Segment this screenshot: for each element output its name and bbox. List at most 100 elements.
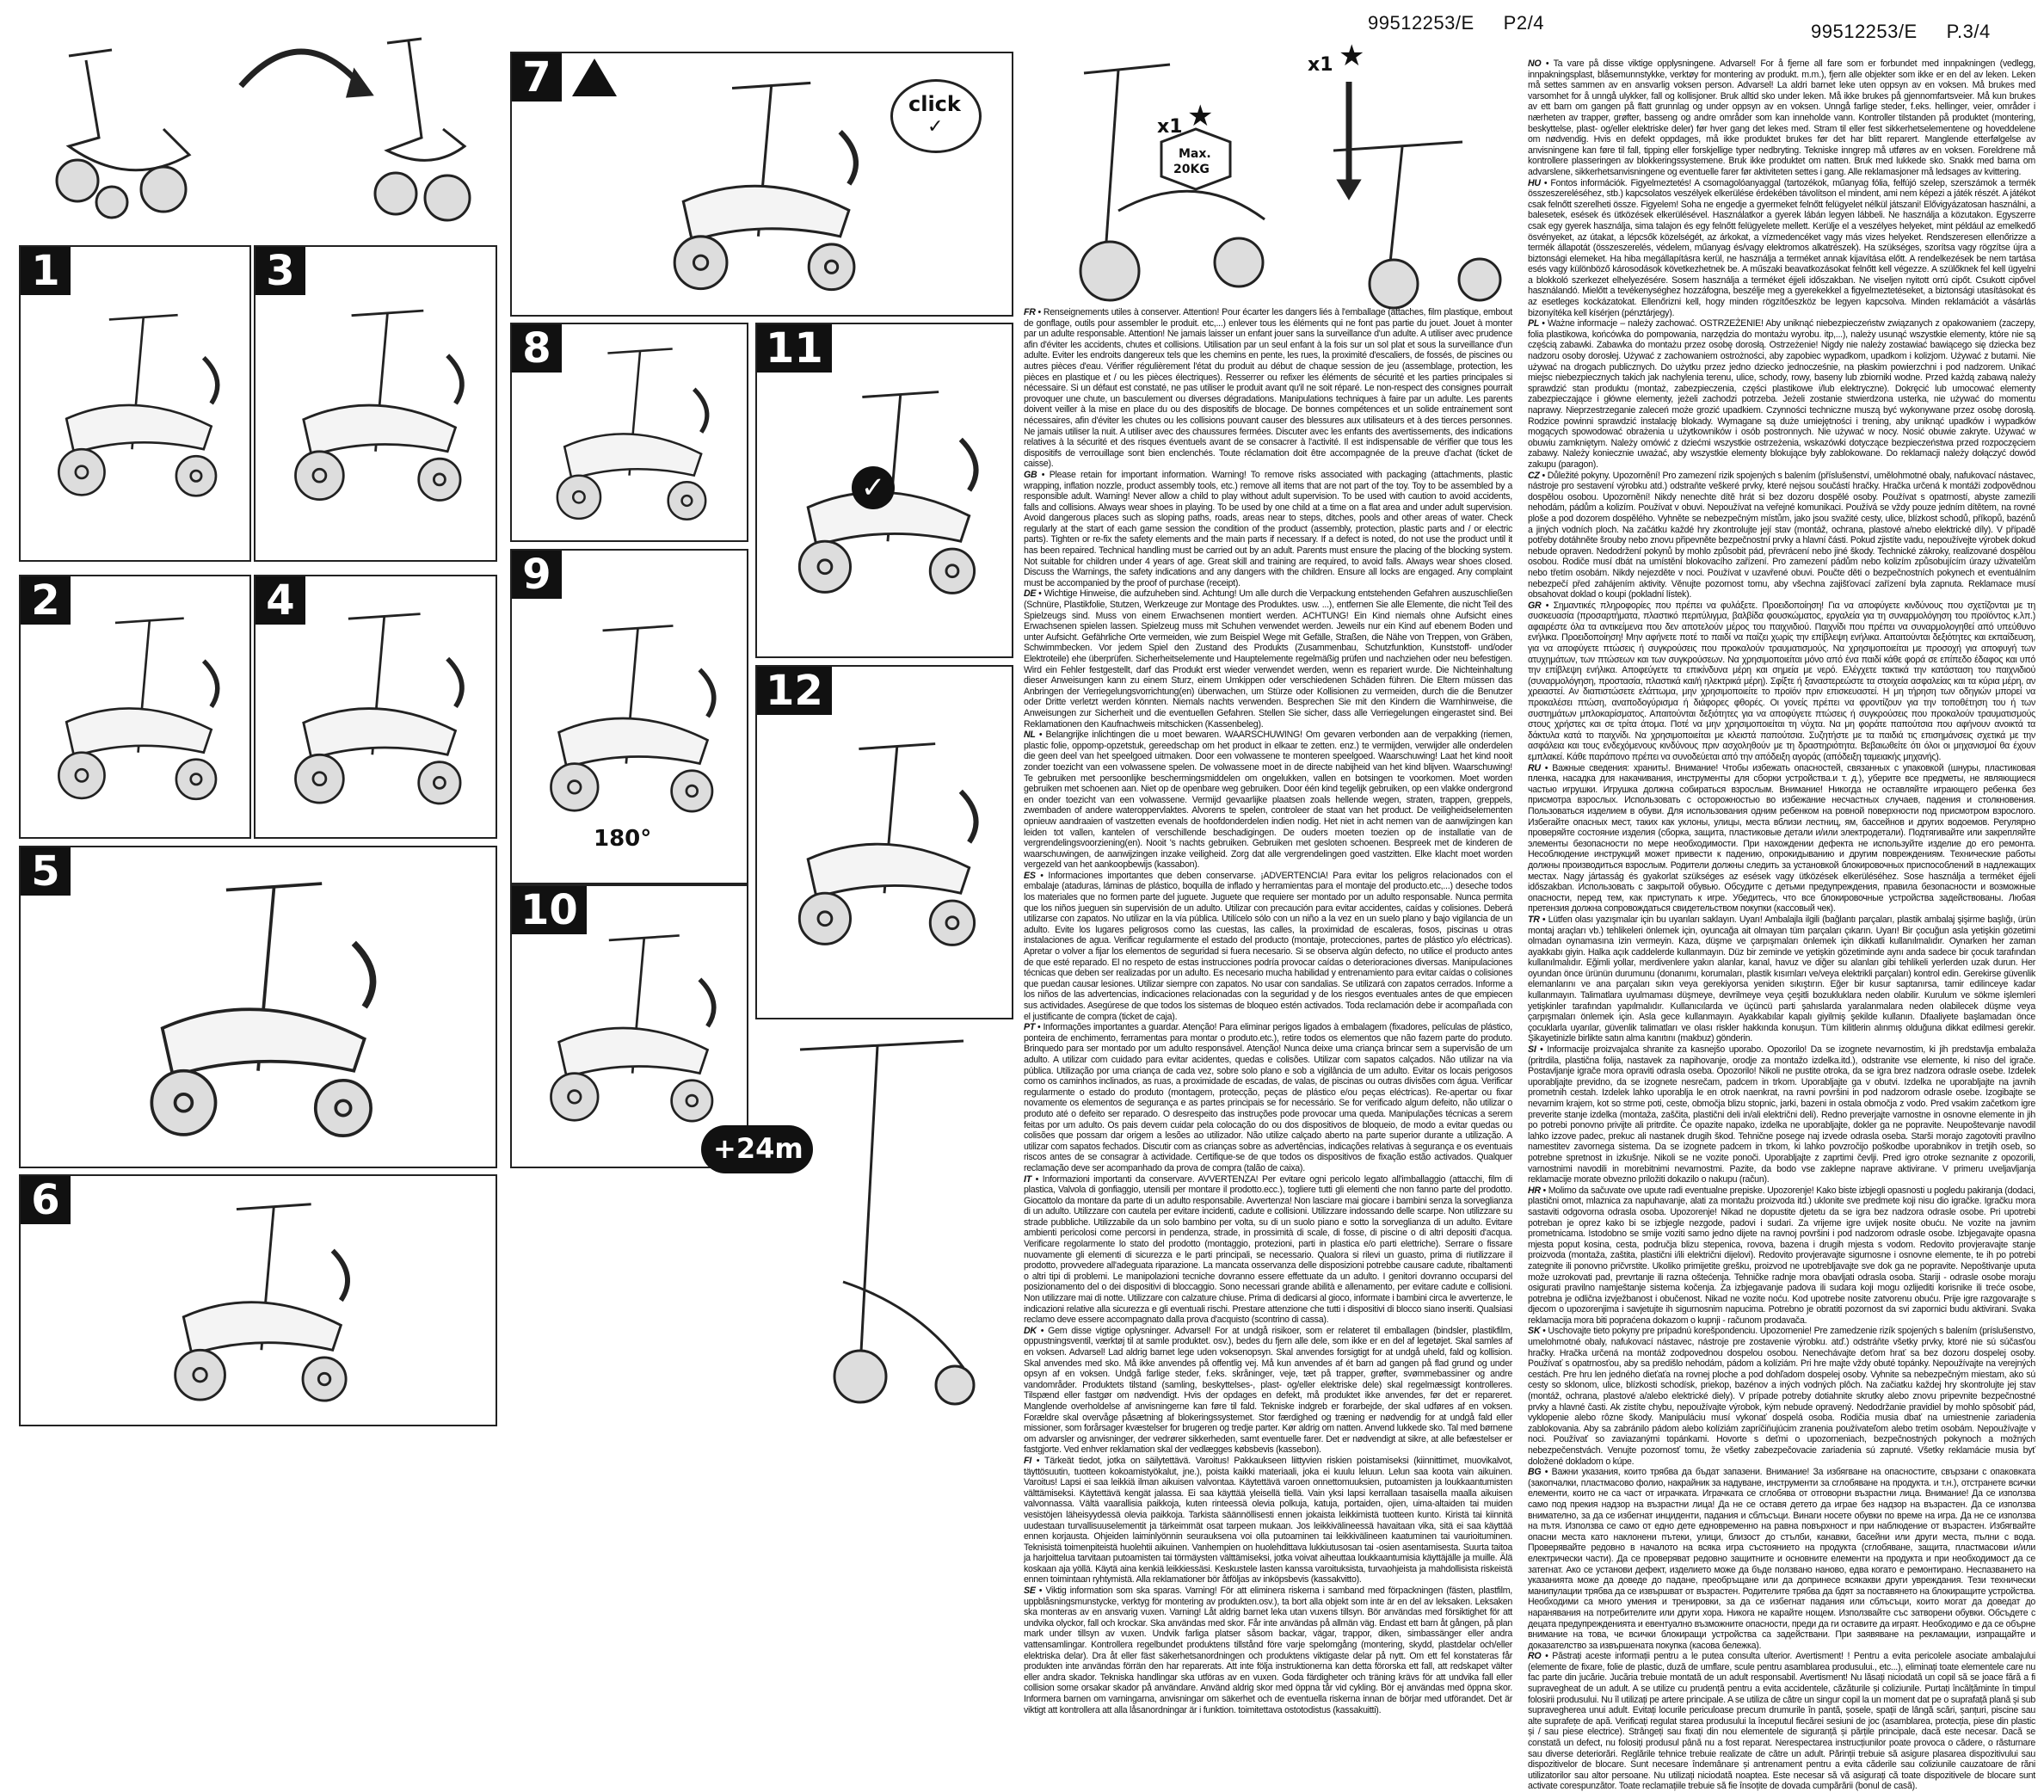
check-icon: ✓ bbox=[852, 466, 895, 509]
safety-paragraph-ro: RO • Păstrați aceste informații pentru a… bbox=[1528, 1651, 2035, 1792]
step-11-panel: 11 ✓ bbox=[755, 323, 1013, 658]
safety-paragraph-fr: FR • Renseignements utiles à conserver. … bbox=[1024, 307, 1512, 470]
safety-paragraph-si: SI • Informacije proizvajalca shranite z… bbox=[1528, 1044, 2035, 1185]
ride-mode-illustration-standing: x1 ★ bbox=[1308, 39, 1514, 314]
safety-paragraph-no: NO • Ta vare på disse viktige opplysning… bbox=[1528, 59, 2035, 177]
assembly-step-drawing bbox=[294, 309, 465, 502]
click-bubble: click ✓ bbox=[890, 79, 982, 153]
step-1-panel: 1 bbox=[19, 245, 251, 562]
language-code: IT bbox=[1024, 1173, 1031, 1185]
language-code: RU bbox=[1528, 762, 1541, 773]
language-code: RO bbox=[1528, 1651, 1542, 1662]
language-code: FI bbox=[1024, 1455, 1031, 1466]
safety-paragraph-sk: SK • Uschovajte tieto pokyny pre prípadn… bbox=[1528, 1326, 2035, 1467]
safety-paragraph-ru: RU • Важные сведения: хранить!. Внимание… bbox=[1528, 762, 2035, 914]
language-code: PT bbox=[1024, 1022, 1036, 1033]
page-number: P2/4 bbox=[1503, 12, 1544, 34]
step-9-panel: 9 180° bbox=[510, 549, 748, 884]
max-weight-value: 20KG bbox=[1173, 163, 1210, 176]
distance-badge: +24m bbox=[701, 1125, 813, 1173]
scooter-seat-drawing bbox=[1079, 63, 1265, 302]
document-code: 99512253/E bbox=[1368, 12, 1475, 34]
safety-paragraph-fi: FI • Tärkeät tiedot, jotka on säilytettä… bbox=[1024, 1455, 1512, 1586]
step-number: 3 bbox=[256, 247, 305, 295]
language-code: SK bbox=[1528, 1326, 1541, 1337]
step-number: 6 bbox=[21, 1176, 71, 1224]
assembly-step-drawing bbox=[550, 625, 717, 813]
language-code: SI bbox=[1528, 1044, 1536, 1056]
step-number: 11 bbox=[757, 324, 832, 373]
language-code: SE bbox=[1024, 1586, 1036, 1597]
assembly-step-drawing bbox=[294, 613, 465, 805]
child-icon: ★ bbox=[1339, 39, 1365, 73]
scooter-final-illustration: +24m bbox=[701, 1024, 1007, 1428]
assembly-step-drawing bbox=[550, 934, 717, 1123]
safety-paragraph-gb: GB • Please retain for important informa… bbox=[1024, 469, 1512, 588]
step-7-panel: 7 click ✓ bbox=[510, 52, 1013, 317]
language-code: HU bbox=[1528, 177, 1541, 188]
language-code: BG bbox=[1528, 1467, 1542, 1478]
step-number: 1 bbox=[21, 247, 71, 295]
page-number: P.3/4 bbox=[1946, 21, 1991, 42]
language-code: DE bbox=[1024, 588, 1037, 600]
safety-paragraph-de: DE • Wichtige Hinweise, die aufzuheben s… bbox=[1024, 588, 1512, 730]
checkmark-icon: ✓ bbox=[927, 116, 944, 138]
assembly-step-drawing bbox=[556, 348, 710, 520]
rider-count-label: x1 bbox=[1157, 116, 1183, 138]
rotate-label: 180° bbox=[594, 826, 652, 852]
scooter-drawing bbox=[799, 1039, 976, 1406]
language-code: GB bbox=[1024, 469, 1037, 480]
click-label: click bbox=[908, 92, 961, 116]
safety-paragraph-hr: HR • Molimo da sačuvate ove upute radi e… bbox=[1528, 1185, 2035, 1326]
document-code: 99512253/E bbox=[1811, 21, 1918, 42]
safety-text-column-right: NO • Ta vare på disse viktige opplysning… bbox=[1528, 59, 2035, 1791]
step-3-panel: 3 bbox=[254, 245, 497, 562]
max-weight-label: Max. bbox=[1179, 147, 1211, 161]
language-code: HR bbox=[1528, 1185, 1541, 1196]
safety-paragraph-pl: PL • Ważne informacje – należy zachować.… bbox=[1528, 318, 2035, 470]
safety-paragraph-pt: PT • Informações importantes a guardar. … bbox=[1024, 1022, 1512, 1173]
safety-paragraph-it: IT • Informazioni importanti da conserva… bbox=[1024, 1173, 1512, 1326]
step-5-panel: 5 bbox=[19, 846, 497, 1168]
safety-paragraph-es: ES • Informaciones importantes que deben… bbox=[1024, 870, 1512, 1022]
scooter-transform-drawing bbox=[55, 37, 471, 222]
step-number: 5 bbox=[21, 847, 71, 896]
rider-count-label: x1 bbox=[1308, 54, 1333, 76]
step-6-panel: 6 bbox=[19, 1174, 497, 1426]
safety-paragraph-dk: DK • Gem disse vigtige oplysninger. Adva… bbox=[1024, 1325, 1512, 1456]
assembly-step-drawing bbox=[673, 81, 859, 292]
safety-text-column-left: FR • Renseignements utiles à conserver. … bbox=[1024, 307, 1512, 1715]
step-number: 7 bbox=[512, 53, 562, 102]
safety-paragraph-hu: HU • Fontos információk. Figyelmeztetés!… bbox=[1528, 177, 2035, 318]
assembly-step-drawing bbox=[797, 742, 979, 946]
safety-paragraph-cz: CZ • Důležité pokyny. Upozornění! Pro za… bbox=[1528, 470, 2035, 600]
step-4-panel: 4 bbox=[254, 575, 497, 839]
step-number: 8 bbox=[512, 324, 562, 373]
assembly-step-drawing bbox=[174, 1203, 350, 1402]
child-icon: ★ bbox=[1187, 99, 1214, 133]
step-number: 12 bbox=[757, 667, 832, 715]
step-12-panel: 12 bbox=[755, 665, 1013, 1019]
warning-icon bbox=[572, 59, 617, 96]
language-code: DK bbox=[1024, 1325, 1037, 1336]
assembly-step-drawing bbox=[58, 617, 220, 801]
product-overview-illustration bbox=[17, 9, 499, 234]
ride-mode-illustration-seated: x1 ★ Max. 20KG bbox=[1067, 39, 1290, 314]
step-number: 9 bbox=[512, 551, 562, 599]
language-code: NO bbox=[1528, 59, 1542, 69]
language-code: ES bbox=[1024, 870, 1036, 881]
assembly-step-drawing bbox=[150, 882, 377, 1137]
safety-paragraph-nl: NL • Belangrijke inlichtingen die u moet… bbox=[1024, 730, 1512, 871]
language-code: FR bbox=[1024, 307, 1036, 317]
distance-label: +24m bbox=[713, 1132, 803, 1165]
assembly-step-drawing bbox=[58, 313, 220, 497]
scooter-standing-drawing bbox=[1333, 82, 1502, 310]
step-10-panel: 10 bbox=[510, 884, 748, 1168]
step-2-panel: 2 bbox=[19, 575, 251, 839]
language-code: GR bbox=[1528, 600, 1542, 611]
language-code: PL bbox=[1528, 318, 1540, 329]
page-header-left: 99512253/E P2/4 bbox=[1368, 12, 1544, 34]
step-number: 4 bbox=[256, 576, 305, 625]
step-8-panel: 8 bbox=[510, 323, 748, 542]
language-code: TR bbox=[1528, 914, 1540, 925]
